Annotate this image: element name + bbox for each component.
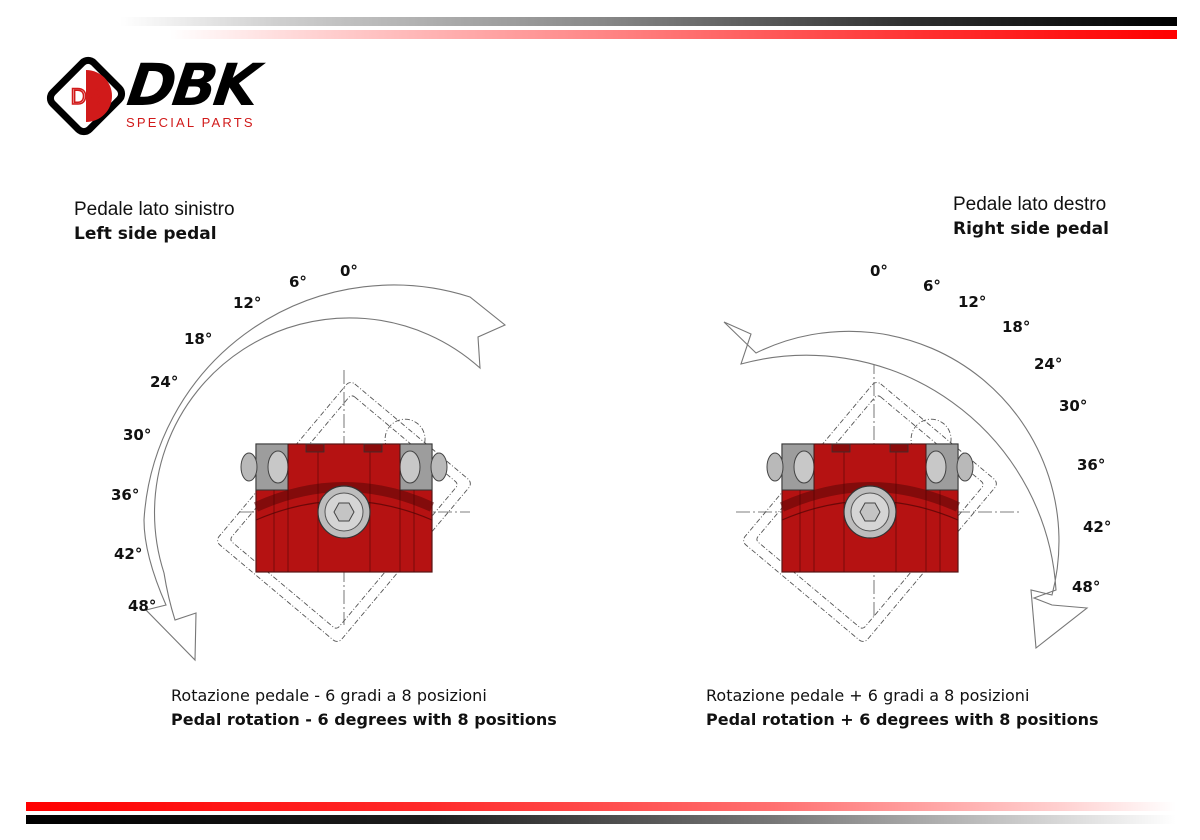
right-angle-label: 42° [1083, 518, 1112, 536]
right-caption-italian: Rotazione pedale + 6 gradi a 8 posizioni [706, 686, 1030, 705]
right-angle-label: 12° [958, 293, 987, 311]
left-caption-english: Pedal rotation - 6 degrees with 8 positi… [171, 710, 557, 729]
left-angle-label: 12° [233, 294, 262, 312]
right-panel-title: Pedale lato destro Right side pedal [953, 193, 1109, 241]
left-angle-label: 48° [128, 597, 157, 615]
right-angle-label: 36° [1077, 456, 1106, 474]
right-pedal-diagram [723, 321, 1089, 650]
right-angle-label: 0° [870, 262, 888, 280]
bottom-stripe-red [26, 802, 1176, 811]
left-title-english: Left side pedal [74, 224, 217, 244]
top-stripe-red [170, 30, 1177, 39]
left-angle-label: 30° [123, 426, 152, 444]
right-angle-label: 6° [923, 277, 941, 295]
right-title-italian: Pedale lato destro [953, 194, 1107, 215]
left-panel-title: Pedale lato sinistro Left side pedal [74, 198, 235, 246]
dbk-emblem-icon: DB [46, 56, 126, 136]
right-angle-label: 30° [1059, 397, 1088, 415]
left-angle-label: 0° [340, 262, 358, 280]
left-title-italian: Pedale lato sinistro [74, 199, 235, 220]
left-angle-label: 36° [111, 486, 140, 504]
left-angle-label: 42° [114, 545, 143, 563]
left-pedal-diagram [143, 284, 507, 662]
left-caption-italian: Rotazione pedale - 6 gradi a 8 posizioni [171, 686, 487, 705]
brand-tagline: SPECIAL PARTS [126, 115, 255, 130]
left-angle-label: 24° [150, 373, 179, 391]
left-angle-label: 6° [289, 273, 307, 291]
right-title-english: Right side pedal [953, 219, 1109, 239]
dbk-logo: DB DBK SPECIAL PARTS [46, 51, 336, 142]
right-caption-english: Pedal rotation + 6 degrees with 8 positi… [706, 710, 1099, 729]
right-angle-label: 18° [1002, 318, 1031, 336]
left-angle-label: 18° [184, 330, 213, 348]
rotation-arrow-right [723, 321, 1089, 650]
left-caption: Rotazione pedale - 6 gradi a 8 posizioni… [171, 684, 557, 732]
bottom-stripe-dark [26, 815, 1176, 824]
right-angle-label: 48° [1072, 578, 1101, 596]
right-angle-label: 24° [1034, 355, 1063, 373]
svg-text:DB: DB [71, 84, 102, 109]
right-caption: Rotazione pedale + 6 gradi a 8 posizioni… [706, 684, 1099, 732]
rotation-arrow-left [143, 284, 507, 662]
top-stripe-dark [120, 17, 1177, 26]
